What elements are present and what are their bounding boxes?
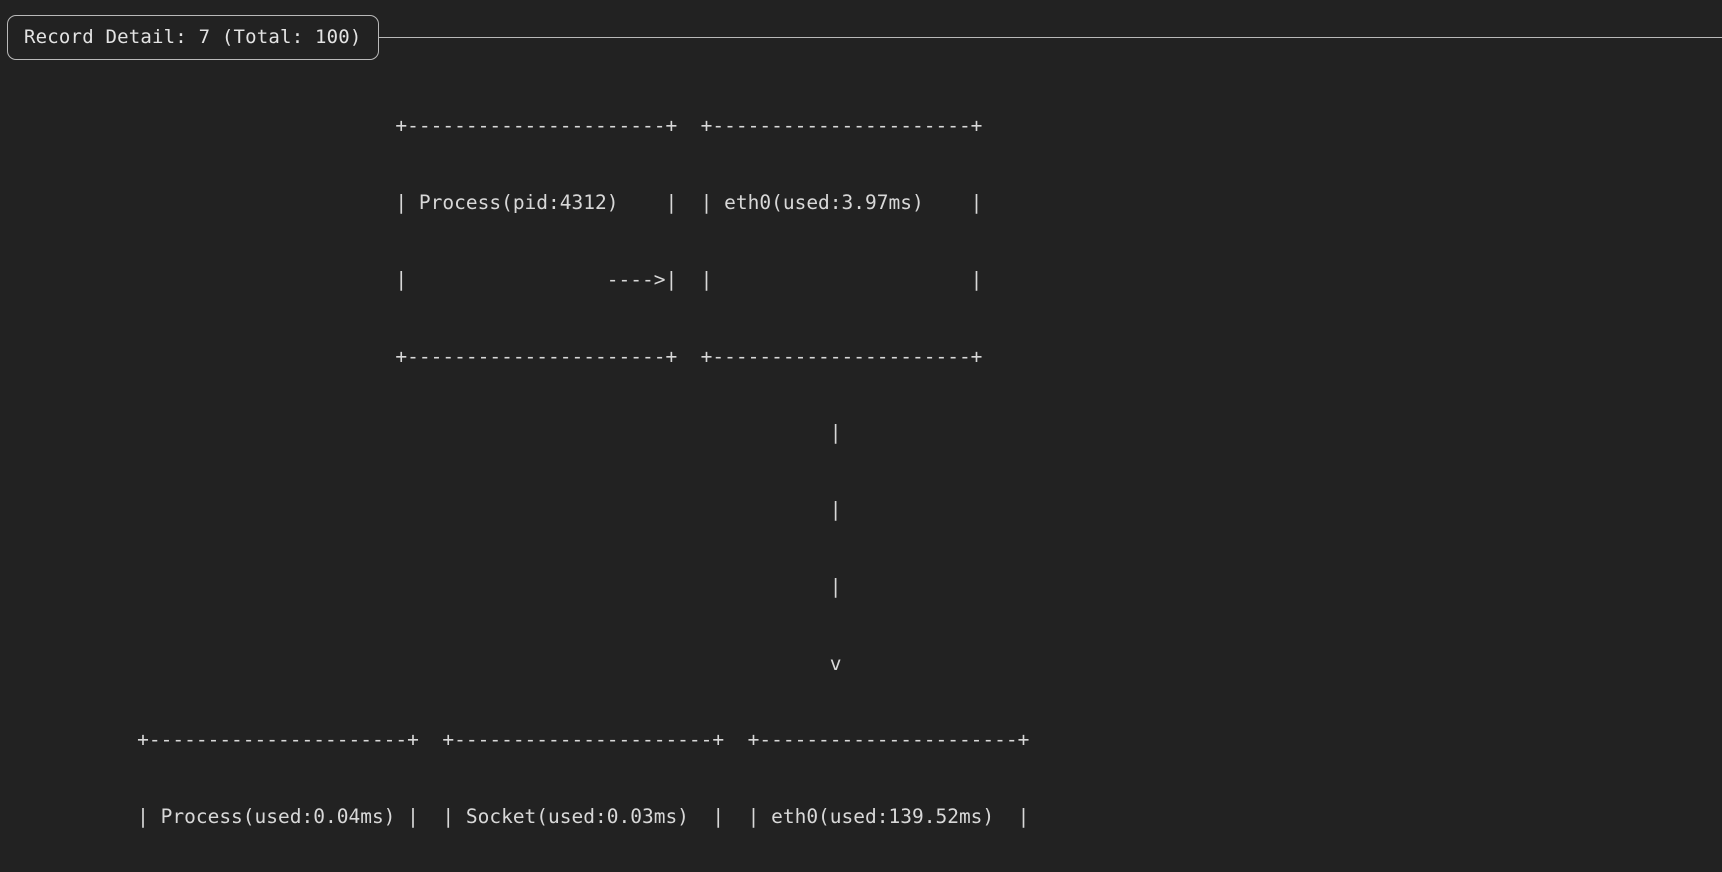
diagram-line: v: [8, 651, 842, 675]
record-detail-title-box: Record Detail: 7 (Total: 100): [7, 14, 379, 60]
diagram-line: |: [8, 498, 842, 522]
diagram-line: +----------------------+ +--------------…: [8, 344, 983, 368]
diagram-line: +----------------------+ +--------------…: [8, 114, 983, 138]
header-bar: Record Detail: 7 (Total: 100): [0, 14, 1722, 60]
diagram-line: | Process(pid:4312) | | eth0(used:3.97ms…: [8, 190, 983, 214]
diagram-line: | Process(used:0.04ms) | | Socket(used:0…: [8, 805, 1030, 829]
diagram-line: +----------------------+ +--------------…: [8, 728, 1030, 752]
ascii-diagram: +----------------------+ +--------------…: [0, 62, 1722, 872]
header-divider: [378, 36, 1722, 38]
diagram-line: |: [8, 421, 842, 445]
page-title: Record Detail: 7 (Total: 100): [24, 25, 362, 48]
diagram-line: | ---->| | |: [8, 267, 983, 291]
diagram-line: |: [8, 574, 842, 598]
